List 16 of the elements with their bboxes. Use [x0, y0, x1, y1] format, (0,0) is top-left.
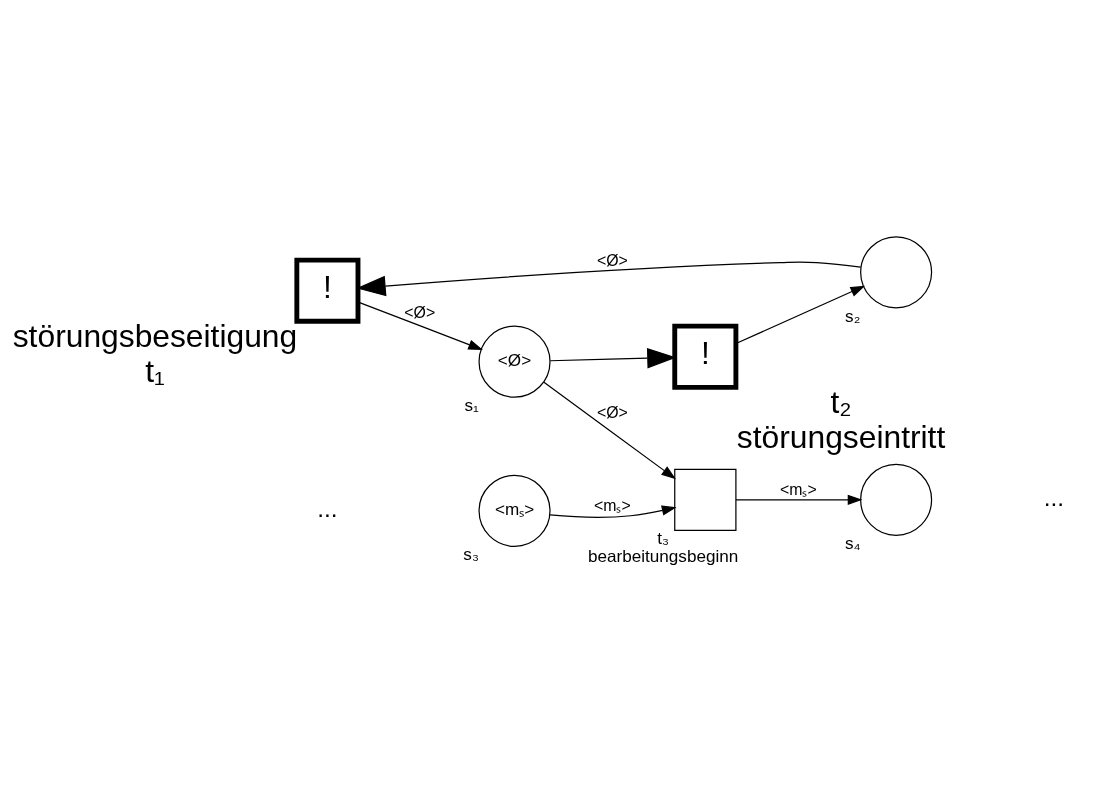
node-label: störungseintritt	[736, 418, 946, 455]
edge-label: <Ø>	[596, 251, 628, 269]
node-label: s₃	[463, 544, 479, 564]
node-label: s₁	[464, 395, 479, 415]
node-label: s₄	[844, 533, 861, 553]
label: ...	[1043, 483, 1065, 511]
label: ...	[317, 494, 338, 522]
node-label: t₂	[830, 383, 852, 420]
node-label: t₁	[145, 352, 165, 389]
node-label: bearbeitungsbeginn	[587, 546, 739, 566]
edge-label: <Ø>	[596, 403, 628, 421]
node-label: t₃	[657, 528, 669, 548]
node-label: s₂	[845, 306, 861, 326]
edge-label: <mₛ>	[593, 496, 631, 514]
edge-label: <mₛ>	[779, 480, 817, 498]
edge-label: <Ø>	[404, 303, 436, 321]
